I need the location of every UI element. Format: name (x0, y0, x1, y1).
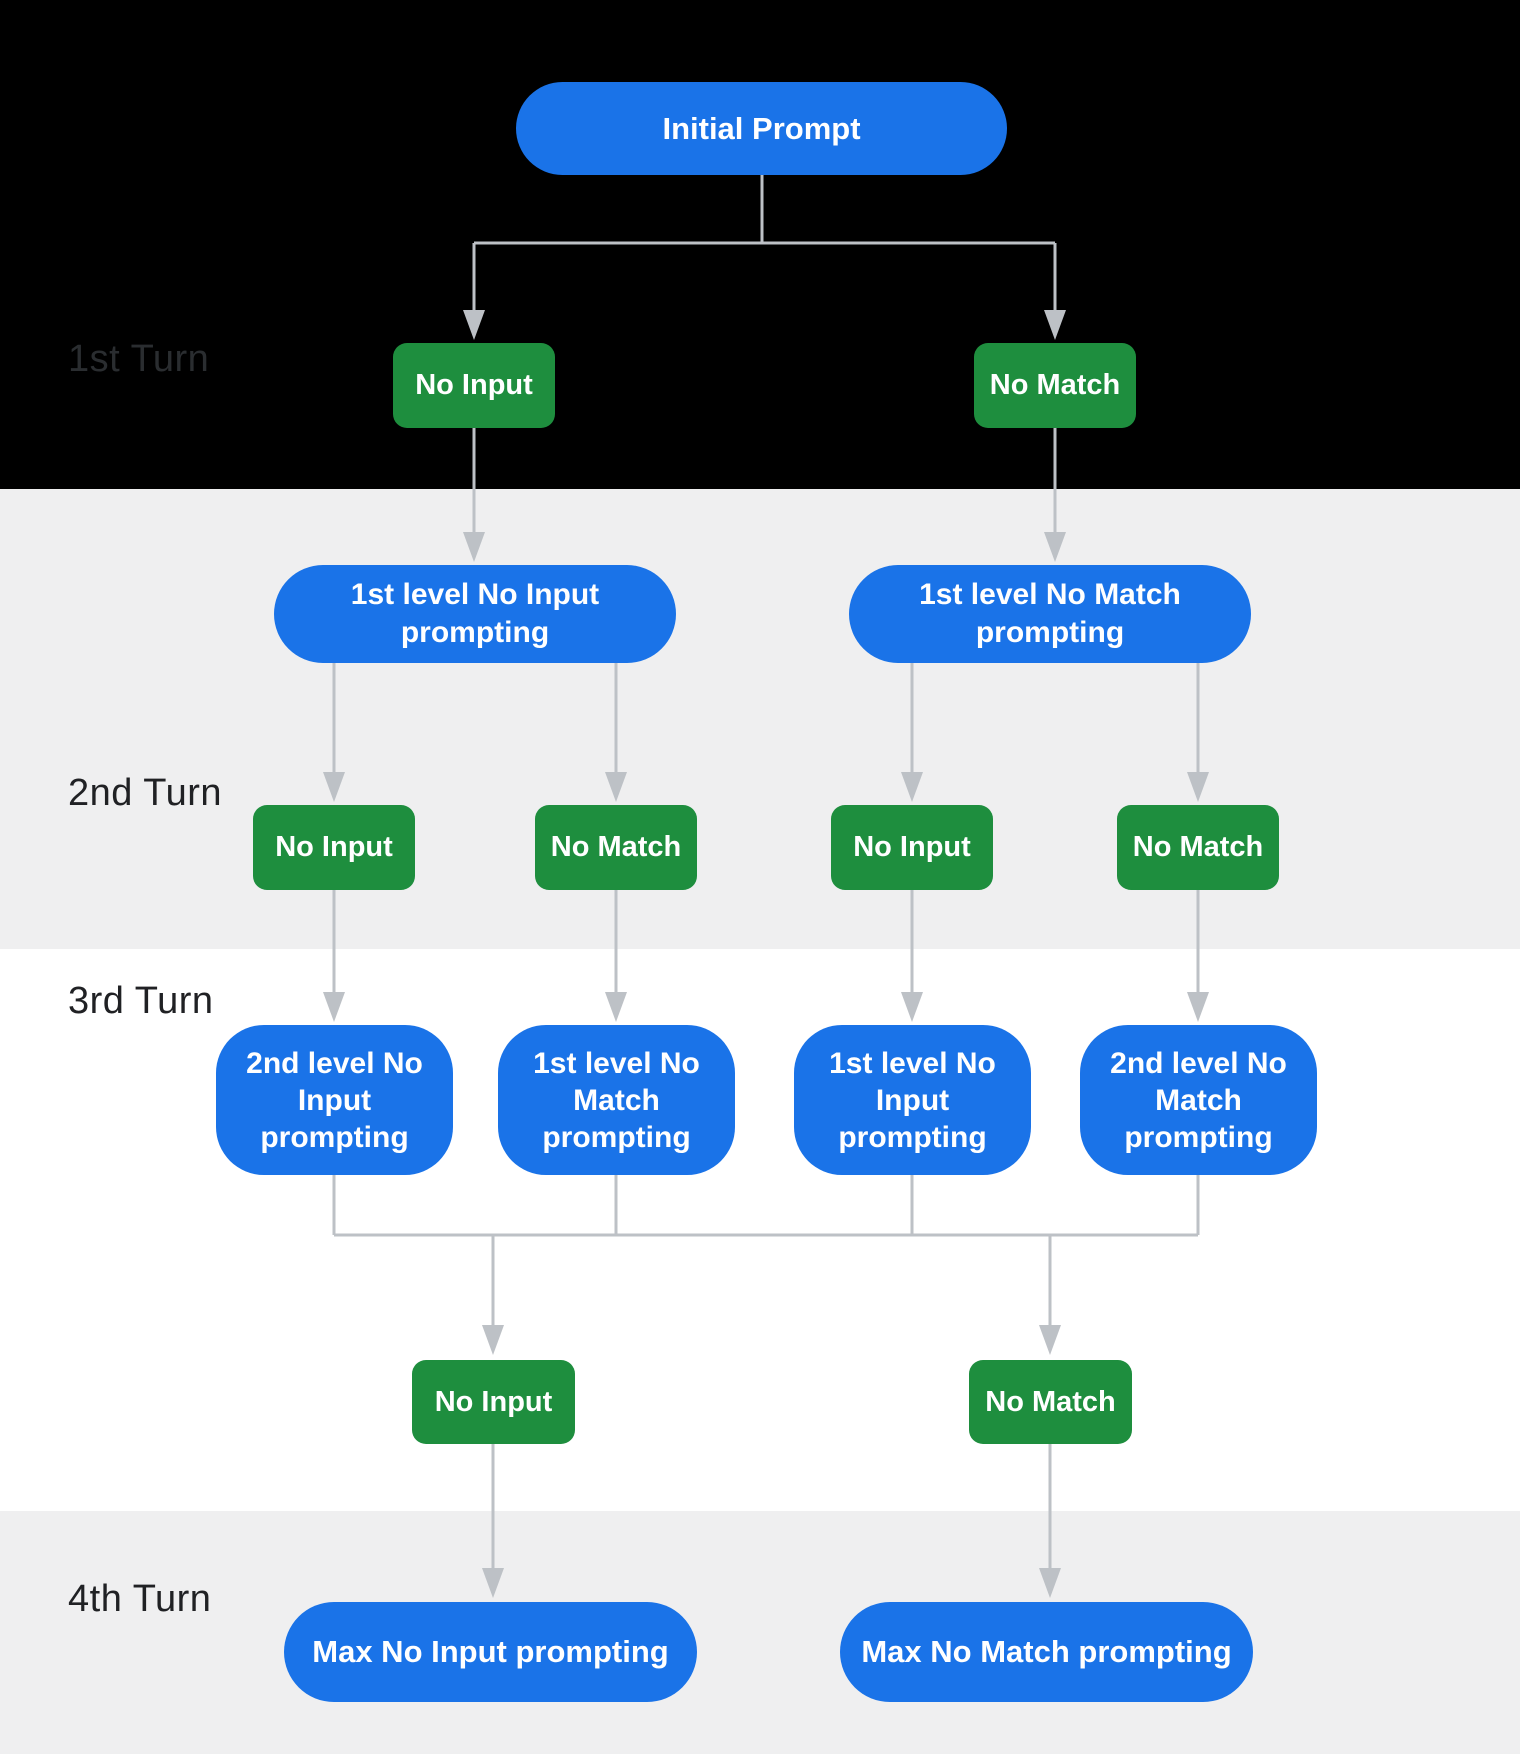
band-turn4-background (0, 1511, 1520, 1754)
max-no-input-prompting-node: Max No Input prompting (284, 1602, 697, 1702)
band-turn2-background (0, 489, 1520, 949)
level1-no-input-prompting-node-2: 1st level No Input prompting (794, 1025, 1031, 1175)
level1-no-match-prompting-node: 1st level No Match prompting (849, 565, 1251, 663)
turn-label-3: 3rd Turn (68, 980, 214, 1022)
turn1-no-match-node: No Match (974, 343, 1136, 428)
turn3-no-match-node: No Match (969, 1360, 1132, 1444)
turn3-no-input-node: No Input (412, 1360, 575, 1444)
turn2-no-match-node-1: No Match (535, 805, 697, 890)
turn1-no-input-node: No Input (393, 343, 555, 428)
turn2-no-input-node-1: No Input (253, 805, 415, 890)
turn2-no-input-node-2: No Input (831, 805, 993, 890)
turn2-no-match-node-2: No Match (1117, 805, 1279, 890)
level1-no-input-prompting-node: 1st level No Input prompting (274, 565, 676, 663)
turn-label-1: 1st Turn (68, 338, 210, 380)
turn-label-2: 2nd Turn (68, 772, 222, 814)
turn-label-4: 4th Turn (68, 1578, 212, 1620)
level2-no-input-prompting-node: 2nd level No Input prompting (216, 1025, 453, 1175)
level1-no-match-prompting-node-2: 1st level No Match prompting (498, 1025, 735, 1175)
level2-no-match-prompting-node: 2nd level No Match prompting (1080, 1025, 1317, 1175)
max-no-match-prompting-node: Max No Match prompting (840, 1602, 1253, 1702)
band-turn1-background (0, 0, 1520, 489)
initial-prompt-node: Initial Prompt (516, 82, 1007, 175)
